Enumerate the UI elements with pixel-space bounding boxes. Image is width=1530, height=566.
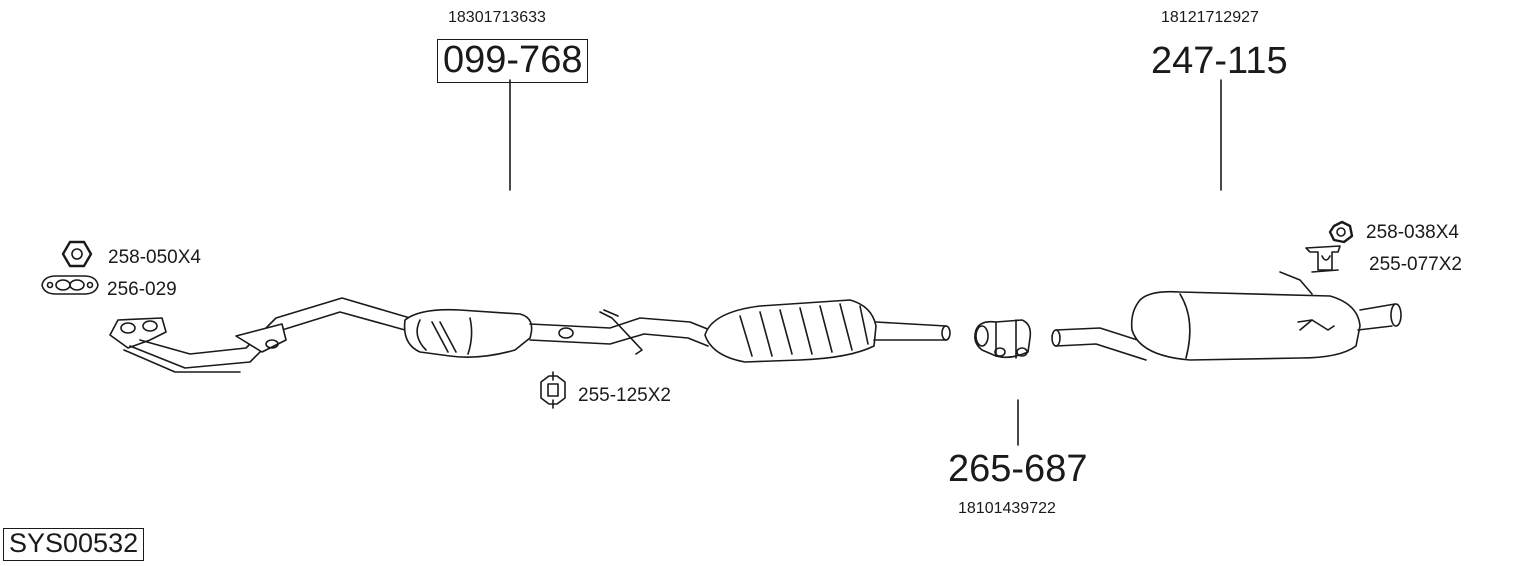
gasket-icon (41, 275, 99, 295)
middle-pipe-part (529, 309, 711, 355)
rear-muffler-oem-number: 18121712927 (1161, 9, 1259, 26)
front-nut-label[interactable]: 258-050X4 (108, 247, 201, 268)
rear-muffler-part (1051, 271, 1402, 361)
clamp-part-number[interactable]: 265-687 (948, 448, 1088, 490)
rubber-hanger-icon (1305, 245, 1341, 273)
catalytic-converter-part (403, 308, 533, 358)
front-pipe-part-number[interactable]: 099-768 (437, 39, 589, 83)
rear-nut-label[interactable]: 258-038X4 (1366, 222, 1459, 243)
rear-muffler-part-number[interactable]: 247-115 (1151, 40, 1288, 82)
mid-hanger-label[interactable]: 255-125X2 (578, 385, 671, 406)
rear-hanger-label[interactable]: 255-077X2 (1369, 254, 1462, 275)
clamp-oem-number: 18101439722 (958, 500, 1056, 517)
rubber-hanger-icon (540, 371, 566, 409)
clamp-part (974, 319, 1032, 359)
front-pipe-part (109, 297, 411, 373)
gasket-label[interactable]: 256-029 (107, 279, 177, 300)
front-pipe-oem-number: 18301713633 (448, 9, 546, 26)
system-code: SYS00532 (3, 528, 145, 561)
hex-nut-icon (61, 240, 93, 268)
hex-nut-icon (1328, 220, 1354, 244)
front-silencer-part (704, 299, 951, 363)
